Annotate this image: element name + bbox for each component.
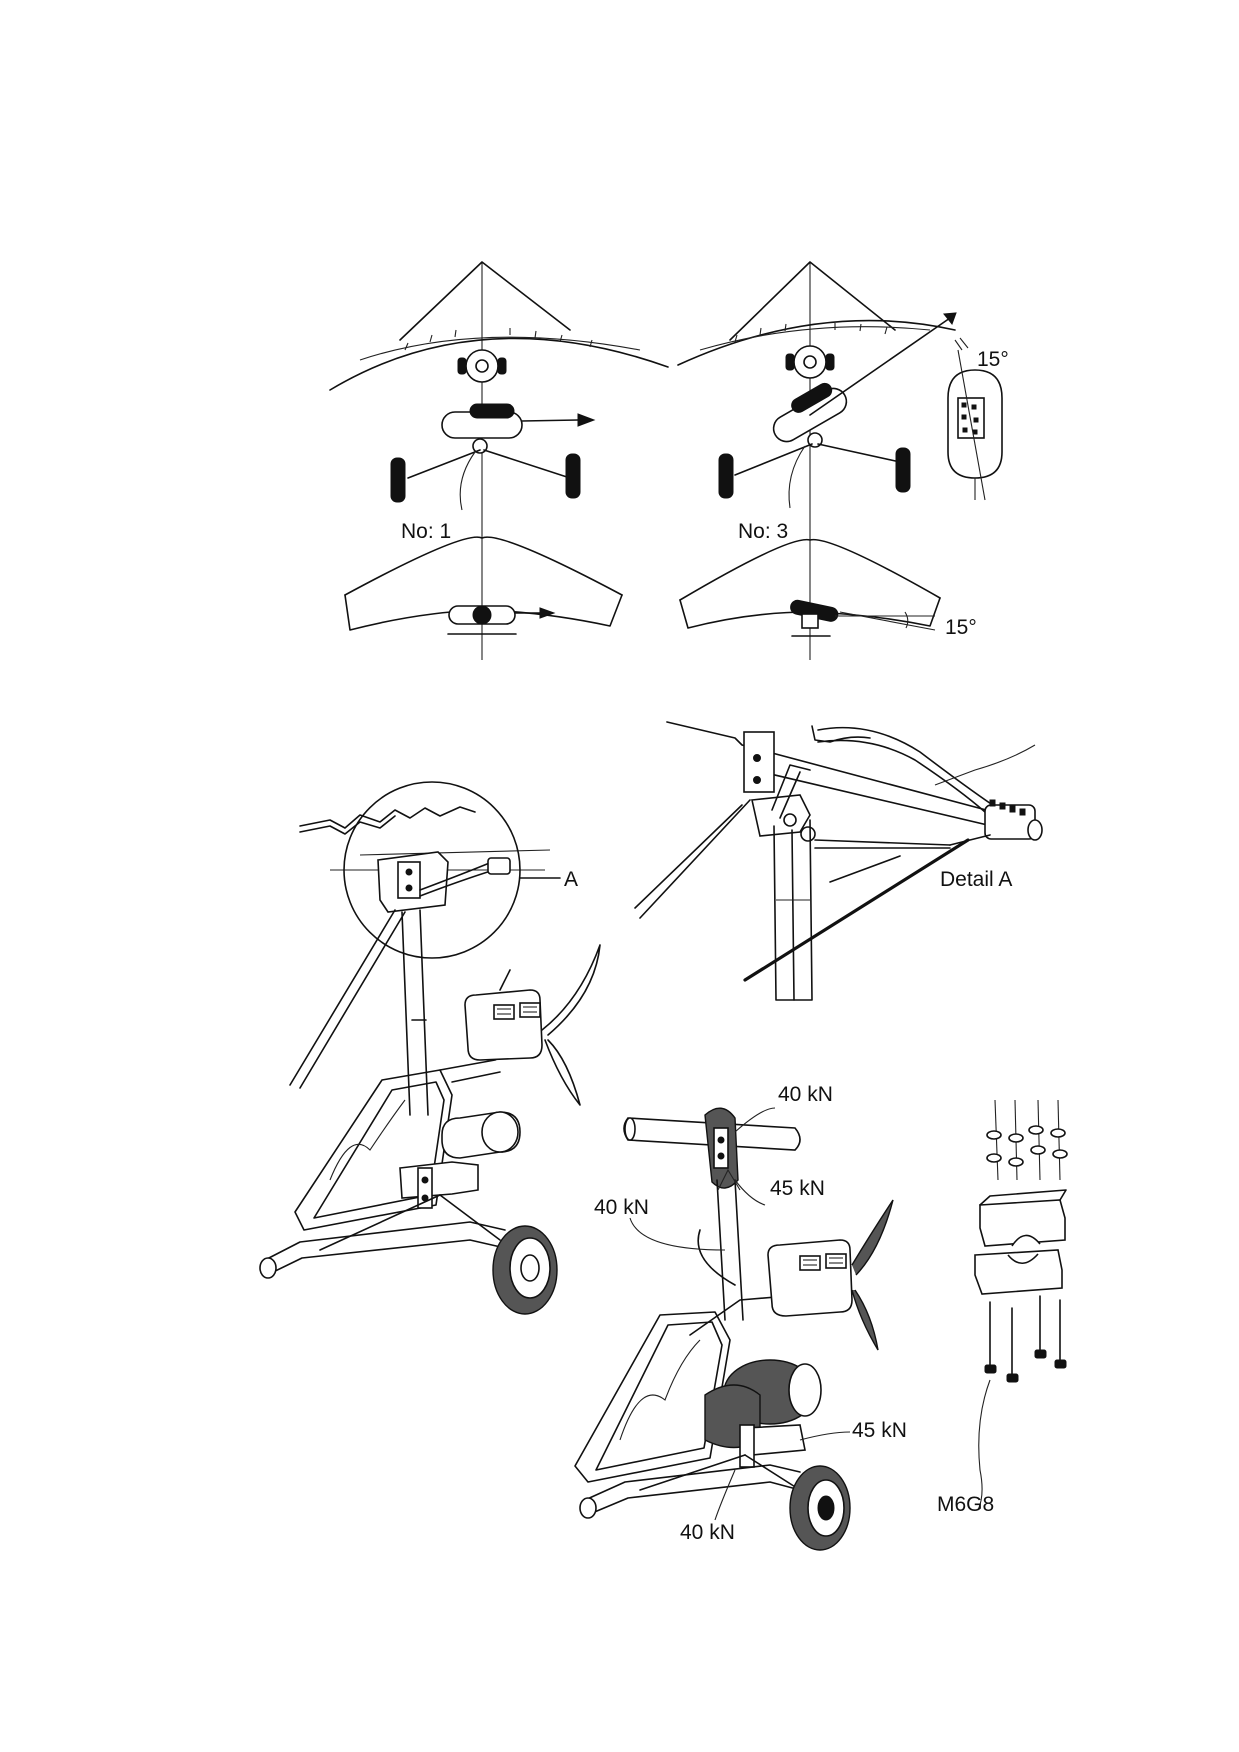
label-load-top: 40 kN xyxy=(778,1083,833,1106)
label-fastener: M6G8 xyxy=(937,1493,995,1516)
label-view-no3: No: 3 xyxy=(738,520,789,543)
label-load-bottom: 40 kN xyxy=(680,1521,735,1544)
label-load-lower-right: 45 kN xyxy=(852,1419,907,1442)
tilt-side-view xyxy=(947,337,1003,501)
trike-assembly-left xyxy=(259,781,601,1315)
label-load-upper-right: 45 kN xyxy=(770,1177,825,1200)
label-load-left: 40 kN xyxy=(594,1196,649,1219)
label-angle-bottom: 15° xyxy=(945,616,977,639)
trike-load-diagram xyxy=(574,1107,894,1551)
label-angle-top: 15° xyxy=(977,348,1009,371)
hardware-exploded-view xyxy=(974,1099,1068,1511)
label-callout-a: A xyxy=(564,868,579,891)
label-detail-a: Detail A xyxy=(940,868,1013,891)
top-view-no3 xyxy=(677,261,957,660)
label-view-no1: No: 1 xyxy=(401,520,452,543)
detail-a-view xyxy=(634,721,1043,1001)
top-view-no1 xyxy=(329,261,669,660)
